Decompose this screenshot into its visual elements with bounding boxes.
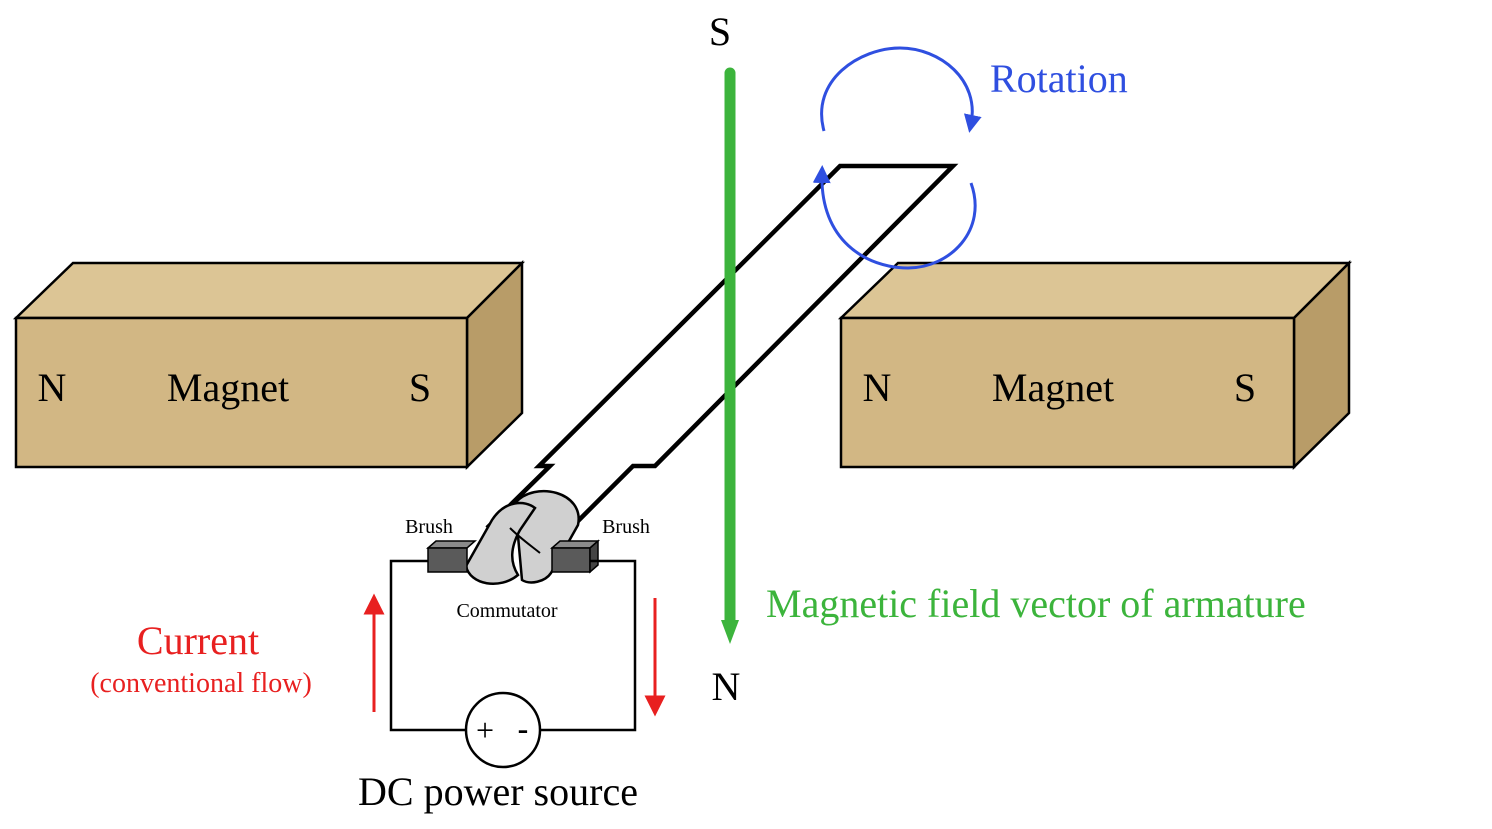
- right-magnet-south-label: S: [1234, 365, 1256, 410]
- minus-terminal: -: [518, 710, 529, 746]
- field-vector-bottom-pole: N: [712, 664, 741, 709]
- right-magnet-name: Magnet: [992, 365, 1114, 410]
- right-magnet-north-label: N: [863, 365, 892, 410]
- left-magnet-name: Magnet: [167, 365, 289, 410]
- right-magnet: N Magnet S: [837, 259, 1353, 470]
- current-sublabel: (conventional flow): [90, 668, 312, 699]
- power-source-label: DC power source: [358, 769, 638, 814]
- circuit-wires: [389, 559, 637, 732]
- left-magnet: N Magnet S: [12, 259, 526, 470]
- commutator: [464, 489, 580, 585]
- left-magnet-north-label: N: [38, 365, 67, 410]
- commutator-label: Commutator: [456, 600, 557, 622]
- field-vector-arrow: [721, 67, 739, 644]
- armature-loop: [485, 163, 959, 530]
- rotation-label: Rotation: [990, 56, 1128, 101]
- field-vector-top-pole: S: [709, 9, 731, 54]
- field-vector-label: Magnetic field vector of armature: [766, 581, 1306, 626]
- current-label: Current: [137, 618, 259, 663]
- right-brush-label: Brush: [602, 516, 650, 538]
- left-brush-label: Brush: [405, 516, 453, 538]
- plus-terminal: +: [476, 712, 494, 748]
- dc-power-source: + -: [464, 691, 542, 769]
- rotation-arrows: [812, 46, 982, 270]
- right-brush: [550, 539, 600, 574]
- left-magnet-south-label: S: [409, 365, 431, 410]
